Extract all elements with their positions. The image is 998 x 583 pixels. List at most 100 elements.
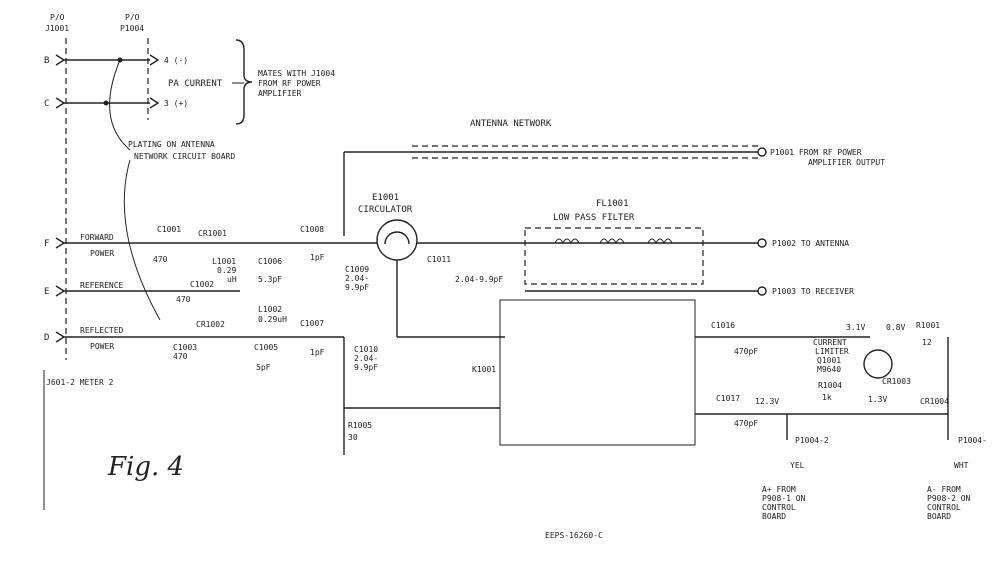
c1008-label: C1008 [300, 225, 324, 234]
p1002-label: P1002 TO ANTENNA [772, 239, 849, 248]
c1009-label: C1009 [345, 265, 369, 274]
plating-line-2: NETWORK CIRCUIT BOARD [134, 152, 235, 161]
c1002-value: 470 [176, 295, 191, 304]
c1005-value: 5pF [256, 363, 271, 372]
line-e [55, 285, 240, 297]
c1007-label: C1007 [300, 319, 324, 328]
v-3-1: 3.1V [846, 323, 865, 332]
circulator-name: CIRCULATOR [358, 205, 413, 215]
c1010-unit: 9.9pF [354, 363, 378, 372]
pa-current-label: PA CURRENT [168, 79, 223, 89]
r1005-value: 30 [348, 433, 358, 442]
terminal-c: C [44, 99, 49, 109]
reference-label: REFERENCE [80, 281, 124, 290]
yel-label: YEL [790, 461, 805, 470]
c1017-label: C1017 [716, 394, 740, 403]
c1002-label: C1002 [190, 280, 214, 289]
r1001-value: 12 [922, 338, 932, 347]
p1004-2-label: P1004-2 [795, 436, 829, 445]
c1005-label: C1005 [254, 343, 278, 352]
c1009-value: 2.04- [345, 274, 369, 283]
c1011-label: C1011 [427, 255, 451, 264]
c1016-label: C1016 [711, 321, 735, 330]
v-0-8: 0.8V [886, 323, 905, 332]
a-plus-4: BOARD [762, 512, 786, 521]
terminal-b: B [44, 56, 49, 66]
header-j1001: J1001 [45, 24, 69, 33]
header-p0-j1001: P/O [50, 13, 65, 22]
c1006-value: 5.3pF [258, 275, 282, 284]
c1001-value: 470 [153, 255, 168, 264]
junction-c [103, 100, 109, 106]
limiter-1: CURRENT [813, 338, 847, 347]
terminal-e: E [44, 287, 49, 297]
p1001-connector [757, 147, 767, 157]
circulator-ref: E1001 [372, 193, 399, 203]
header-p0-p1004: P/O [125, 13, 140, 22]
mates-bracket [235, 39, 253, 125]
l1002-label: L1002 [258, 305, 282, 314]
line-b [55, 54, 150, 66]
c1001-label: C1001 [157, 225, 181, 234]
cr1002-label: CR1002 [196, 320, 225, 329]
q1001-transistor [863, 349, 893, 379]
relay-k1001-box [499, 299, 696, 446]
p1003-connector [757, 286, 767, 296]
header-p1004: P1004 [120, 24, 144, 33]
l1001-label: L1001 [212, 257, 236, 266]
plating-leader-2 [123, 159, 161, 321]
figure-label: Fig. 4 [107, 452, 184, 482]
circulator-symbol [376, 219, 418, 261]
p1001-label: P1001 FROM RF POWER [770, 148, 862, 157]
drawing-number: EEPS-16260-C [545, 531, 603, 540]
pin3-label: 3 (+) [164, 99, 188, 108]
forward-label-2: POWER [90, 249, 114, 258]
c1003-label: C1003 [173, 343, 197, 352]
plating-line-1: PLATING ON ANTENNA [128, 140, 215, 149]
cr1001-label: CR1001 [198, 229, 227, 238]
antenna-network-label: ANTENNA NETWORK [470, 119, 552, 129]
fl1001-name: LOW PASS FILTER [553, 213, 635, 223]
r1001-label: R1001 [916, 321, 940, 330]
c1008-value: 1pF [310, 253, 325, 262]
a-minus-4: BOARD [927, 512, 951, 521]
circulator-arrow-icon [384, 231, 410, 245]
mates-line-3: AMPLIFIER [258, 89, 302, 98]
fl1001-ref: FL1001 [596, 199, 629, 209]
v-12-3: 12.3V [755, 397, 779, 406]
reflected-label-2: POWER [90, 342, 114, 351]
filter-inductors [554, 238, 673, 245]
c1010-value: 2.04- [354, 354, 378, 363]
limiter-3: Q1001 [817, 356, 841, 365]
c1009-unit: 9.9pF [345, 283, 369, 292]
a-plus-3: CONTROL [762, 503, 796, 512]
cr1003-label: CR1003 [882, 377, 911, 386]
reflected-label-1: REFLECTED [80, 326, 124, 335]
c1007-value: 1pF [310, 348, 325, 357]
a-minus-1: A- FROM [927, 485, 961, 494]
terminal-d: D [44, 333, 49, 343]
p1002-connector [757, 238, 767, 248]
r1004-value: 1k [822, 393, 832, 402]
plating-leader-1 [109, 59, 131, 151]
line-d [55, 331, 344, 343]
a-plus-1: A+ FROM [762, 485, 796, 494]
p1004-1-label: P1004- [958, 436, 987, 445]
a-minus-2: P908-2 ON [927, 494, 971, 503]
c1003-value: 470 [173, 352, 188, 361]
mates-line-2: FROM RF POWER [258, 79, 321, 88]
c1010-label: C1010 [354, 345, 378, 354]
l1001-value: 0.29 [217, 266, 236, 275]
l1002-value: 0.29uH [258, 315, 287, 324]
low-pass-filter-box [524, 227, 704, 285]
v-1-3: 1.3V [868, 395, 887, 404]
k1001-label: K1001 [472, 365, 496, 374]
c1011-value: 2.04-9.9pF [455, 275, 503, 284]
limiter-4: M9640 [817, 365, 841, 374]
l1001-unit: uH [227, 275, 237, 284]
a-minus-3: CONTROL [927, 503, 961, 512]
wht-label: WHT [954, 461, 969, 470]
line-c [55, 97, 150, 109]
terminal-f: F [44, 239, 49, 249]
